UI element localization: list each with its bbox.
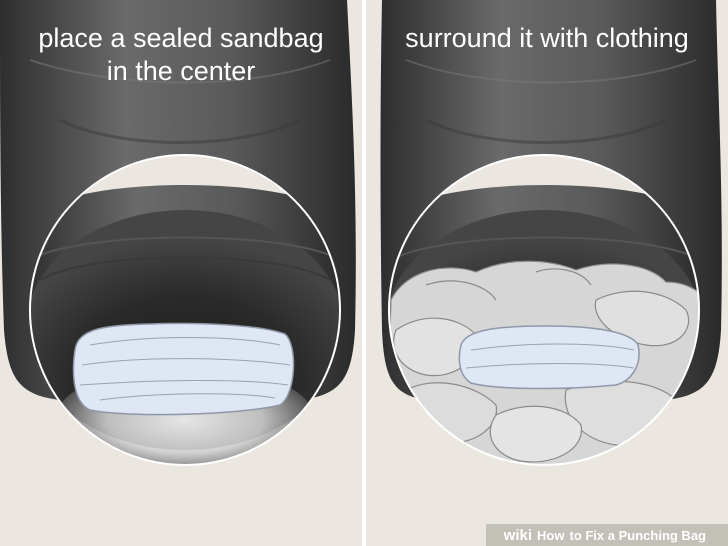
caption-line-2: in the center bbox=[106, 56, 256, 86]
watermark-brand: wiki bbox=[503, 526, 533, 544]
watermark-how: How bbox=[537, 527, 565, 543]
sandbag-shape bbox=[458, 325, 640, 390]
watermark-title: to Fix a Punching Bag bbox=[569, 527, 706, 543]
punching-bag-illustration bbox=[380, 0, 722, 466]
caption-line-1: place a sealed sandbag bbox=[38, 23, 324, 53]
caption-line-1: surround it with clothing bbox=[405, 23, 689, 53]
caption: place a sealed sandbag in the center bbox=[0, 22, 362, 88]
sandbag-shape bbox=[72, 322, 295, 416]
punching-bag-illustration bbox=[0, 0, 356, 466]
illustration-panel-sandbag: place a sealed sandbag in the center bbox=[0, 0, 362, 546]
illustration-panel-clothing: surround it with clothing bbox=[366, 0, 728, 546]
caption: surround it with clothing bbox=[366, 22, 728, 55]
wikihow-watermark: wiki How to Fix a Punching Bag bbox=[485, 524, 728, 546]
panel-divider bbox=[362, 0, 366, 546]
